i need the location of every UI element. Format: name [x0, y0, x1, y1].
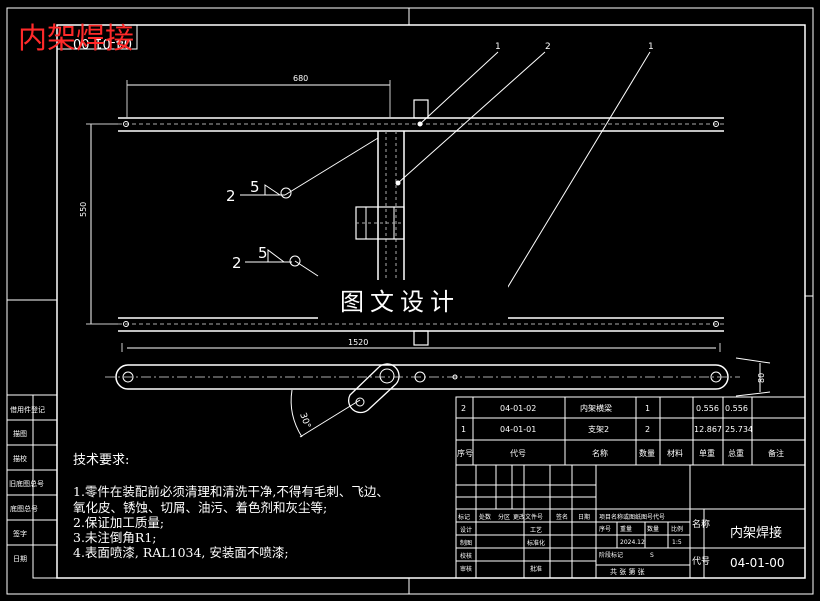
bom-row1-qty: 2	[645, 425, 650, 434]
sheet-text: 共 张 第 张	[610, 567, 645, 576]
top-view	[86, 51, 724, 346]
watermark-band	[318, 282, 508, 320]
bom-header-qty: 数量	[639, 448, 655, 458]
scale-value: 1:5	[672, 539, 682, 546]
bom-row0-code: 04-01-02	[500, 404, 536, 413]
notes-line-1: 氧化皮、锈蚀、切屑、油污、着色剂和灰尘等;	[73, 500, 327, 515]
stage-value: S	[650, 552, 654, 559]
notes-line-4: 4.表面喷漆, RAL1034, 安装面不喷漆;	[73, 545, 289, 560]
rotated-drawing-code: 04-01-00	[73, 35, 132, 50]
notes-line-0: 1.零件在装配前必须清理和清洗干净,不得有毛刺、飞边、	[73, 484, 389, 499]
bom-header-no: 序号	[457, 448, 473, 458]
bom-header-total: 总重	[728, 448, 744, 458]
name-label: 名称	[692, 518, 710, 530]
code-label: 代号	[692, 556, 710, 567]
part-code: 04-01-00	[730, 556, 784, 570]
strip-label-4: 底图总号	[10, 504, 38, 513]
left-strip: 借用件登记 描图 描校 旧底图总号 底图总号 签字 日期	[7, 394, 58, 579]
rev-h-3: 更改文件号	[513, 513, 543, 521]
notes-heading: 技术要求:	[73, 453, 129, 468]
weld-size-1: 5	[250, 178, 260, 196]
bom-table	[455, 396, 806, 466]
bom-header-code: 代号	[510, 448, 526, 458]
sign-row-1: 制图	[460, 539, 472, 547]
order-label: 序号	[599, 525, 611, 533]
strip-label-1: 描图	[13, 429, 27, 438]
scale-label: 比例	[671, 525, 683, 533]
strip-label-3: 旧底图总号	[9, 479, 44, 488]
bom-header-name: 名称	[592, 448, 608, 458]
rotated-code-box	[56, 24, 138, 50]
weld-count-1: 2	[226, 187, 236, 205]
rev-h-0: 标记	[458, 513, 470, 521]
strip-label-2: 描校	[13, 454, 27, 463]
title-block	[455, 464, 806, 579]
part-name: 内架焊接	[730, 525, 782, 541]
bom-row1-unit: 12.867	[694, 425, 722, 434]
bom-row0-name: 内架横梁	[580, 403, 612, 413]
bom-row1-code: 04-01-01	[500, 425, 536, 434]
sign-row-3: 审核	[460, 565, 472, 573]
bom-header-unit: 单重	[699, 448, 715, 458]
rev-h-4: 签名	[556, 513, 568, 521]
rev-h-2: 分区	[498, 513, 510, 521]
sign-row-2: 校核	[460, 552, 472, 560]
sign-row-0: 设计	[460, 526, 472, 534]
bom-row1-total: 25.734	[725, 425, 753, 434]
dim-80: 80	[757, 373, 766, 383]
bom-row0-unit: 0.556	[696, 404, 719, 413]
date-value: 2024.12	[620, 539, 645, 546]
inner-frame	[56, 24, 806, 579]
balloon-1-b: 1	[648, 42, 654, 52]
weight-label: 重量	[620, 525, 632, 533]
weld-size-2: 5	[258, 244, 268, 262]
project-label: 项目名称或图纸图号代号	[599, 513, 665, 521]
balloon-1-a: 1	[495, 42, 501, 52]
bom-row0-qty: 1	[645, 404, 650, 413]
mid-label-0: 工艺	[530, 526, 542, 534]
bom-row0-total: 0.556	[725, 404, 748, 413]
dim-550: 550	[79, 202, 88, 217]
dim-1520: 1520	[348, 338, 368, 347]
strip-label-0: 借用件登记	[10, 405, 45, 414]
front-view	[105, 343, 771, 438]
mid-label-2: 批准	[530, 565, 542, 573]
weld-count-2: 2	[232, 254, 242, 272]
mid-label-1: 标准化	[527, 539, 545, 547]
title-overlay: 内架焊接	[18, 21, 134, 55]
strip-label-5: 签字	[13, 529, 27, 538]
balloon-2: 2	[545, 42, 551, 52]
bom-header-remark: 备注	[768, 448, 784, 458]
notes-line-3: 3.未注倒角R1;	[73, 530, 157, 545]
watermark-text: 图文设计	[340, 288, 460, 316]
bom-row0-no: 2	[461, 404, 466, 413]
outer-frame	[6, 7, 814, 595]
bom-row1-no: 1	[461, 425, 466, 434]
bom-header-material: 材料	[667, 448, 683, 458]
rev-h-1: 处数	[479, 513, 491, 521]
stage-label: 阶段标记	[599, 551, 623, 559]
rev-h-5: 日期	[578, 513, 590, 521]
bom-row1-name: 支架2	[588, 424, 609, 434]
dim-angle: 30°	[297, 412, 312, 430]
dim-680: 680	[293, 74, 308, 83]
notes-line-2: 2.保证加工质量;	[73, 515, 164, 530]
strip-label-6: 日期	[13, 555, 27, 563]
count-label: 数量	[647, 525, 659, 533]
